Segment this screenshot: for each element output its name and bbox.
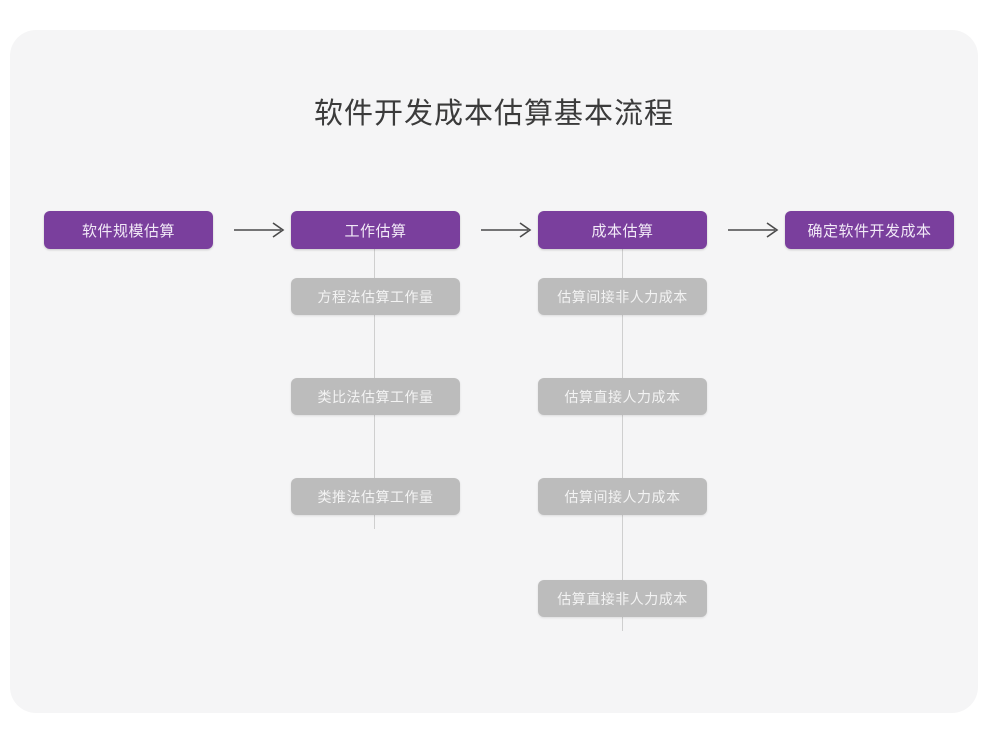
branch-item-label: 估算直接人力成本 [564, 388, 681, 405]
arrow-1-icon [228, 211, 294, 249]
slide-card: 软件开发成本估算基本流程 软件规模估算 工作估算 成本估算 确定软件开发成本 [10, 30, 978, 713]
branch-item-label: 类推法估算工作量 [317, 488, 434, 505]
arrow-3-icon [722, 211, 788, 249]
branch-2-item-3[interactable]: 估算间接人力成本 [538, 478, 707, 515]
branch-item-label: 方程法估算工作量 [317, 288, 434, 305]
flow-step-effort-estimation[interactable]: 工作估算 [291, 211, 460, 249]
flow-step-label: 工作估算 [344, 222, 407, 240]
branch-2-item-4[interactable]: 估算直接非人力成本 [538, 580, 707, 617]
branch-item-label: 估算直接非人力成本 [557, 590, 688, 607]
connector-line-branch-2 [622, 249, 623, 631]
arrow-2-icon [475, 211, 541, 249]
branch-item-label: 估算间接非人力成本 [557, 288, 688, 305]
branch-item-label: 估算间接人力成本 [564, 488, 681, 505]
flow-step-label: 成本估算 [591, 222, 654, 240]
flow-step-cost-estimation[interactable]: 成本估算 [538, 211, 707, 249]
flow-step-determine-development-cost[interactable]: 确定软件开发成本 [785, 211, 954, 249]
branch-1-item-3[interactable]: 类推法估算工作量 [291, 478, 460, 515]
branch-1-item-2[interactable]: 类比法估算工作量 [291, 378, 460, 415]
flow-step-label: 确定软件开发成本 [807, 222, 932, 240]
flow-step-software-scale-estimation[interactable]: 软件规模估算 [44, 211, 213, 249]
branch-2-item-1[interactable]: 估算间接非人力成本 [538, 278, 707, 315]
branch-2-item-2[interactable]: 估算直接人力成本 [538, 378, 707, 415]
branch-1-item-1[interactable]: 方程法估算工作量 [291, 278, 460, 315]
page-title: 软件开发成本估算基本流程 [313, 98, 674, 130]
flow-step-label: 软件规模估算 [81, 222, 175, 240]
branch-item-label: 类比法估算工作量 [317, 388, 434, 405]
